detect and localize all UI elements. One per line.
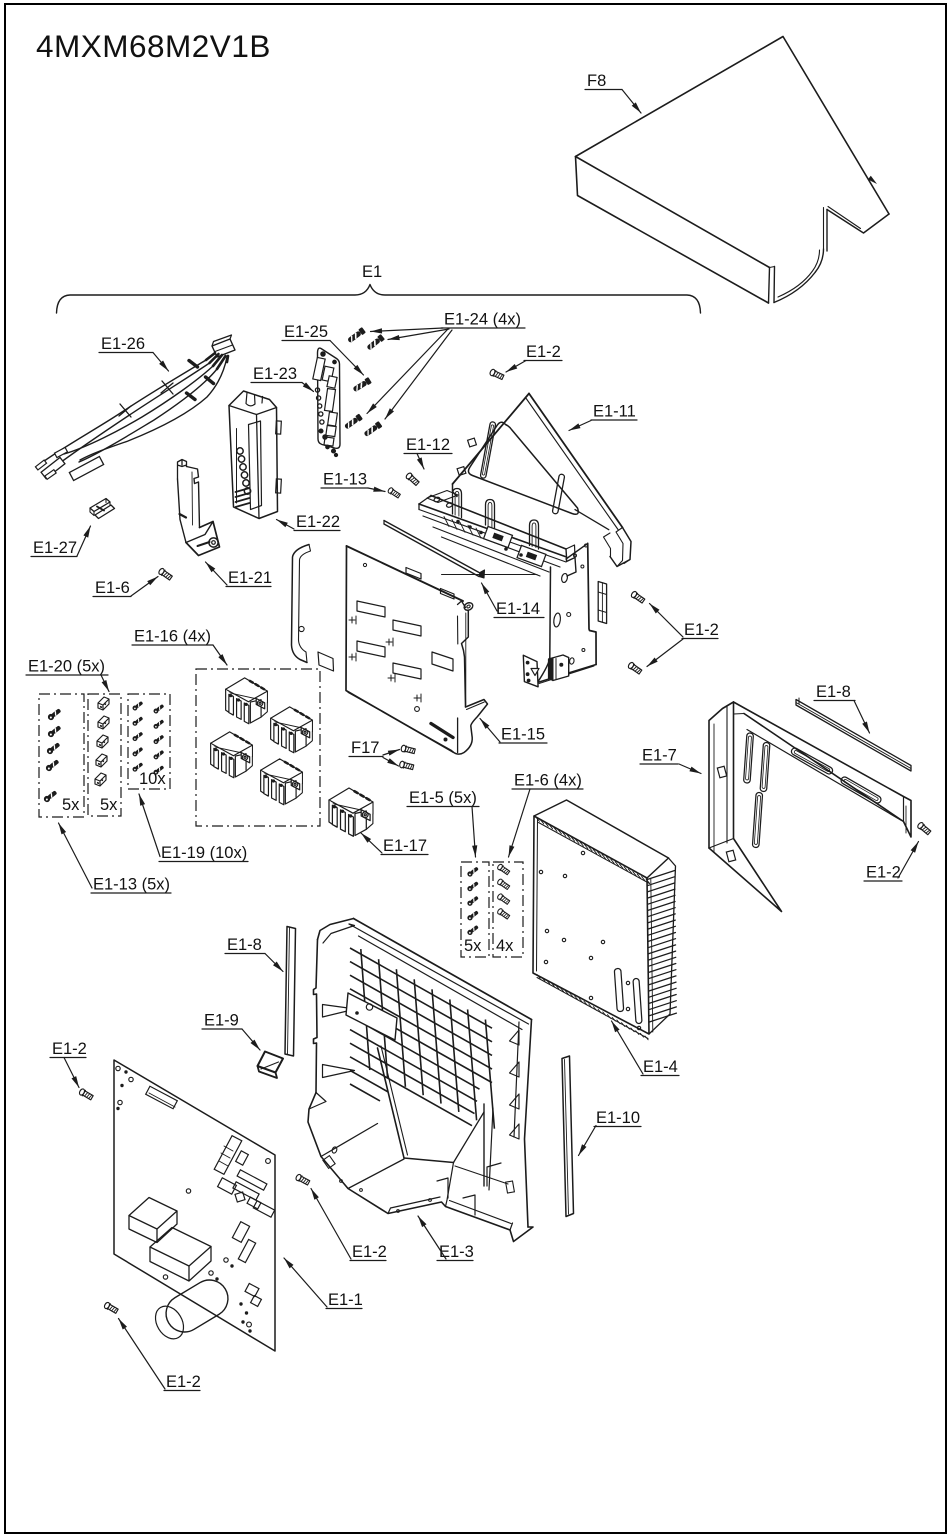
svg-text:E1-25: E1-25 [284,323,328,341]
svg-text:E1-11: E1-11 [593,403,636,421]
svg-text:F17: F17 [351,739,379,757]
svg-text:E1-6: E1-6 [95,579,130,597]
svg-text:E1-2: E1-2 [526,343,561,361]
svg-text:E1-3: E1-3 [439,1243,474,1261]
svg-text:4MXM68M2V1B: 4MXM68M2V1B [36,28,271,64]
svg-text:E1-16 (4x): E1-16 (4x) [134,628,211,646]
svg-text:E1-7: E1-7 [642,747,677,765]
svg-text:E1-19 (10x): E1-19 (10x) [161,844,247,862]
svg-text:E1-4: E1-4 [643,1058,678,1076]
svg-text:5x: 5x [464,937,482,955]
svg-text:E1-14: E1-14 [496,600,540,618]
svg-text:E1-2: E1-2 [52,1040,87,1058]
svg-text:E1-21: E1-21 [228,569,272,587]
svg-text:E1: E1 [362,263,382,281]
svg-text:E1-12: E1-12 [406,436,450,454]
svg-text:E1-20 (5x): E1-20 (5x) [28,658,105,676]
svg-text:E1-2: E1-2 [352,1243,387,1261]
svg-text:E1-6 (4x): E1-6 (4x) [514,772,582,790]
svg-text:E1-5 (5x): E1-5 (5x) [409,789,477,807]
svg-text:E1-9: E1-9 [204,1012,239,1030]
svg-text:E1-13: E1-13 [323,471,367,489]
svg-text:E1-27: E1-27 [33,539,77,557]
svg-text:E1-23: E1-23 [253,365,297,383]
svg-text:E1-2: E1-2 [166,1373,201,1391]
svg-text:E1-10: E1-10 [596,1109,640,1127]
svg-text:E1-8: E1-8 [816,683,851,701]
svg-text:E1-8: E1-8 [227,936,262,954]
svg-text:E1-2: E1-2 [866,864,901,882]
svg-text:5x: 5x [100,796,118,814]
svg-text:E1-26: E1-26 [101,335,145,353]
svg-text:4x: 4x [496,937,514,955]
svg-text:E1-13 (5x): E1-13 (5x) [93,876,170,894]
svg-text:5x: 5x [62,796,80,814]
svg-text:E1-22: E1-22 [296,513,340,531]
svg-text:E1-17: E1-17 [383,837,427,855]
svg-text:E1-24 (4x): E1-24 (4x) [444,311,521,329]
svg-text:E1-15: E1-15 [501,726,545,744]
svg-text:E1-2: E1-2 [684,621,719,639]
svg-text:F8: F8 [587,72,606,90]
svg-text:E1-1: E1-1 [328,1291,363,1309]
svg-text:10x: 10x [139,770,166,788]
